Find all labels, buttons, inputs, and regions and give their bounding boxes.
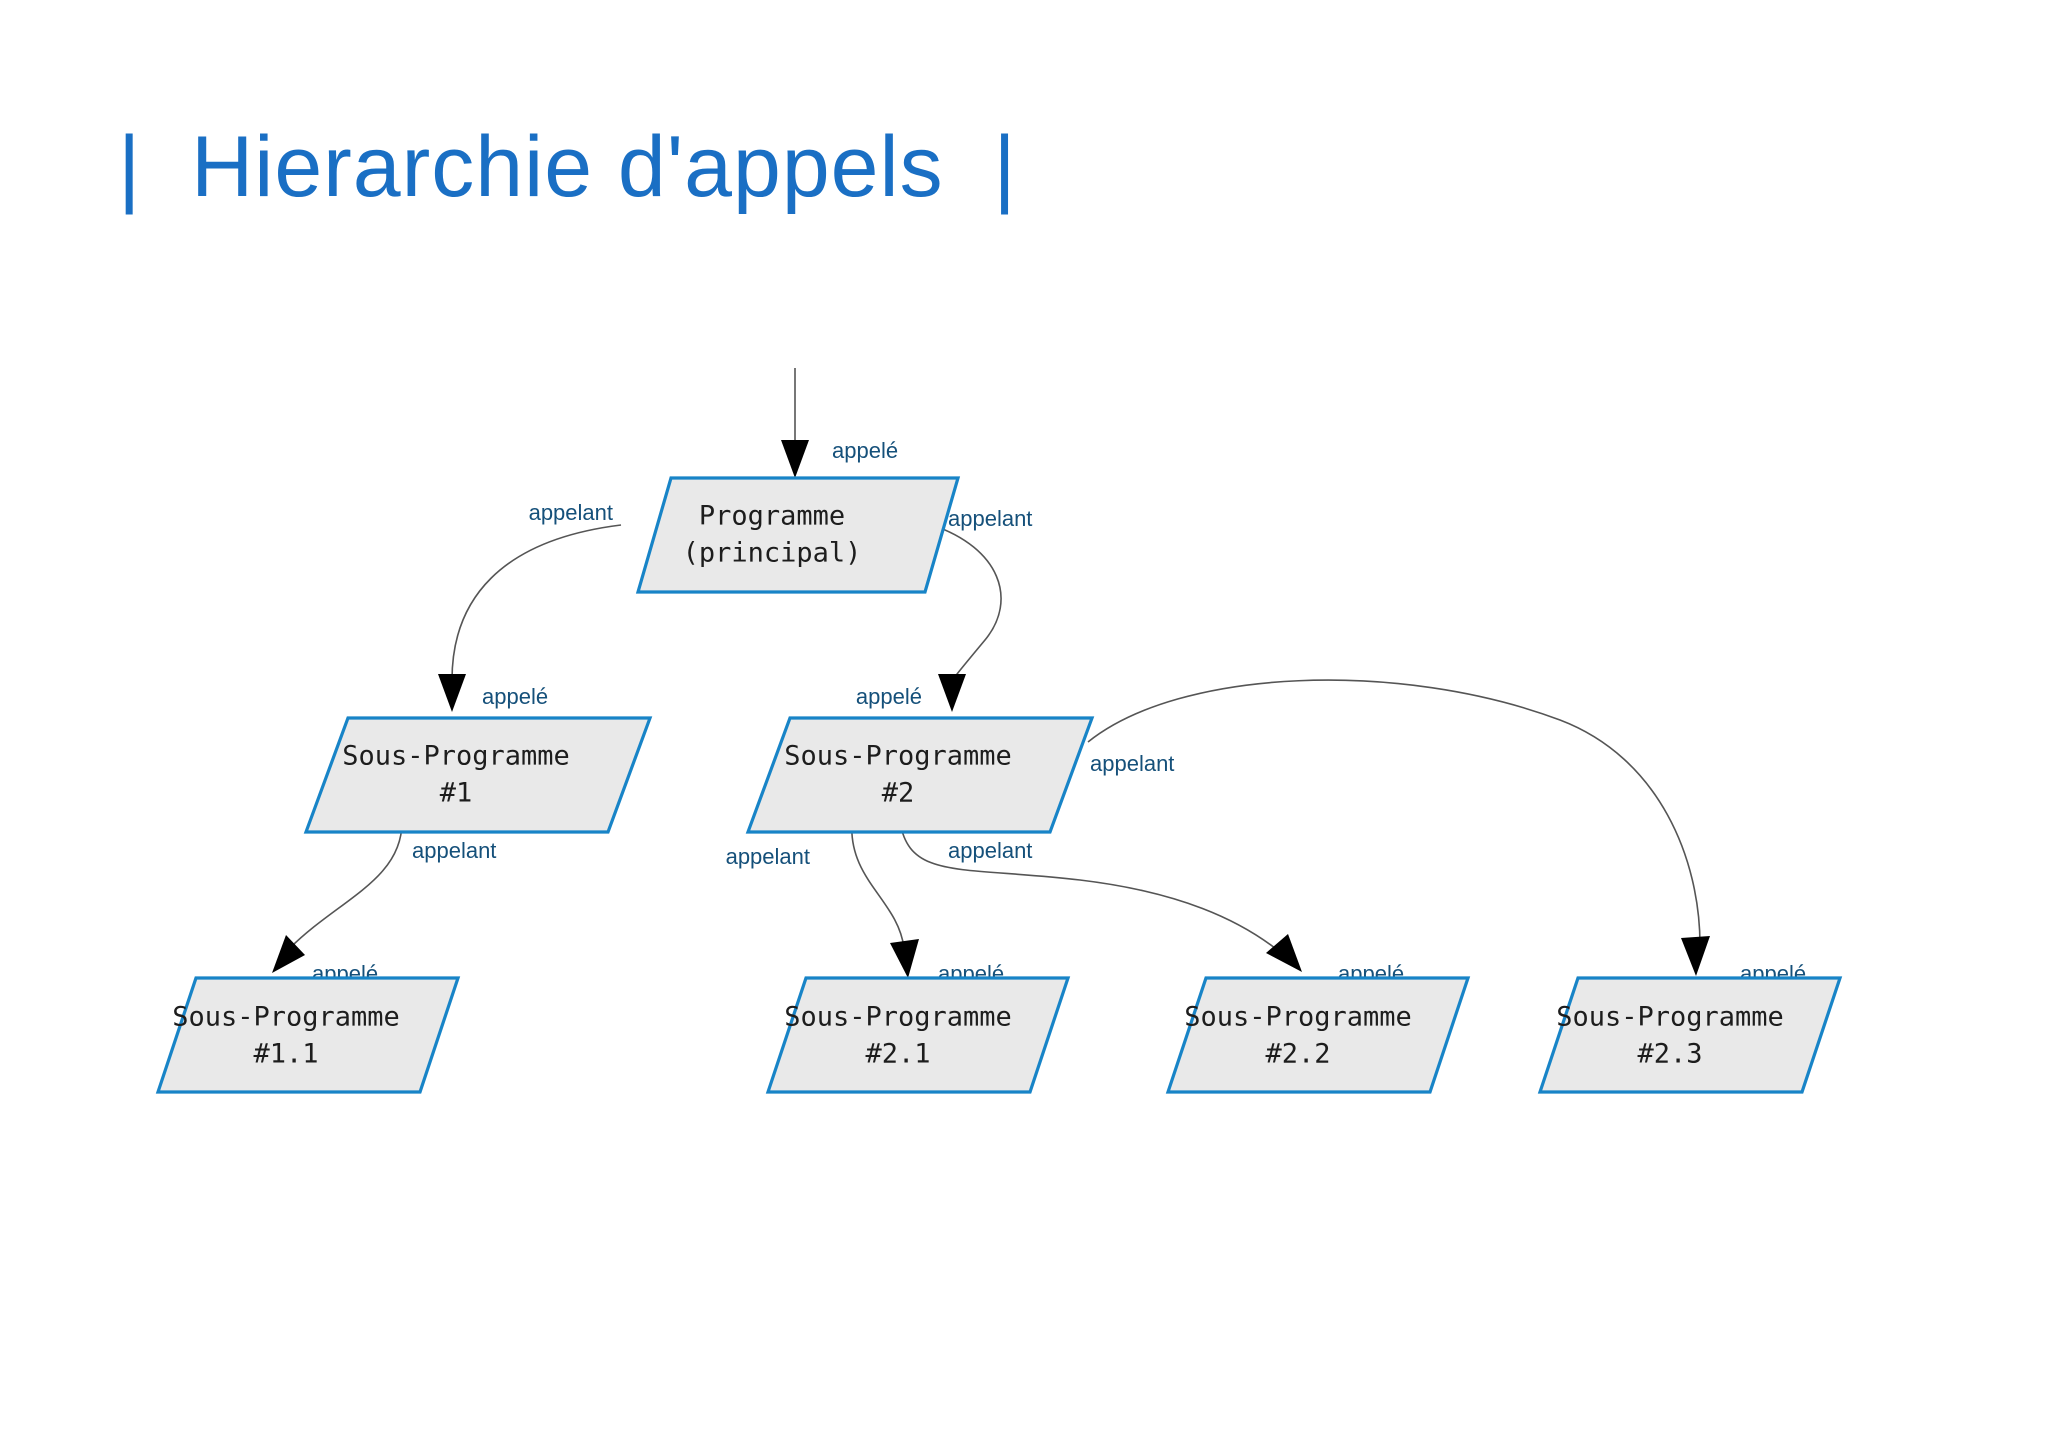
edge-label-caller: appelant: [412, 838, 496, 863]
arrowhead-icon: [438, 674, 466, 712]
edge-label-callee: appelé: [856, 684, 922, 709]
node-label-line2: #2.1: [865, 1039, 930, 1070]
arrowhead-icon: [272, 935, 305, 973]
node-label-line1: Sous-Programme: [784, 741, 1012, 772]
edge-label-caller: appelant: [948, 838, 1032, 863]
edge-main-sp1: appelant appelé: [438, 500, 622, 712]
node-label-line1: Sous-Programme: [342, 741, 570, 772]
node-label-line2: #1.1: [253, 1039, 318, 1070]
node-sous-programme-1[interactable]: Sous-Programme #1: [303, 716, 653, 834]
edge-line: [899, 821, 1281, 953]
edge-sp2-sp23: appelant appelé: [1087, 679, 1806, 986]
edge-label-callee: appelé: [482, 684, 548, 709]
edge-line: [931, 524, 1002, 683]
node-sous-programme-2-3[interactable]: Sous-Programme #2.3: [1537, 976, 1843, 1094]
node-label-line1: Sous-Programme: [784, 1002, 1012, 1033]
arrowhead-icon: [1681, 936, 1710, 976]
edge-label-caller: appelant: [529, 500, 613, 525]
edge-sp2-sp21: appelant appelé: [726, 821, 1004, 986]
edge-main-sp2: appelant appelé: [856, 506, 1032, 712]
node-shape-parallelogram: [765, 976, 1071, 1094]
node-shape-parallelogram: [1537, 976, 1843, 1094]
edge-label-callee: appelé: [832, 438, 898, 463]
arrowhead-icon: [938, 674, 966, 712]
node-label-line2: #1: [440, 778, 473, 809]
edge-line: [851, 821, 905, 949]
node-label-line1: Sous-Programme: [1184, 1002, 1412, 1033]
node-label-line1: Sous-Programme: [172, 1002, 400, 1033]
node-shape-parallelogram: [635, 476, 961, 594]
arrowhead-icon: [890, 939, 919, 978]
edge-entry-main: appelé: [781, 368, 898, 478]
edge-label-caller: appelant: [948, 506, 1032, 531]
node-sous-programme-2-1[interactable]: Sous-Programme #2.1: [765, 976, 1071, 1094]
node-shape-parallelogram: [303, 716, 653, 834]
node-sous-programme-1-1[interactable]: Sous-Programme #1.1: [155, 976, 461, 1094]
node-programme-principal[interactable]: Programme (principal): [635, 476, 961, 594]
node-label-line2: (principal): [683, 538, 862, 569]
node-label-line1: Programme: [699, 501, 845, 532]
node-shape-parallelogram: [1165, 976, 1471, 1094]
edge-line: [451, 524, 622, 681]
node-shape-parallelogram: [745, 716, 1095, 834]
edge-sp1-sp11: appelant appelé: [272, 821, 496, 986]
arrowhead-icon: [781, 440, 809, 478]
node-label-line2: #2.2: [1265, 1039, 1330, 1070]
node-sous-programme-2[interactable]: Sous-Programme #2: [745, 716, 1095, 834]
edge-label-caller: appelant: [726, 844, 810, 869]
edge-line: [289, 821, 403, 949]
arrowhead-icon: [1266, 934, 1302, 972]
node-label-line2: #2.3: [1637, 1039, 1702, 1070]
edge-label-caller: appelant: [1090, 751, 1174, 776]
node-shape-parallelogram: [155, 976, 461, 1094]
page-title: | Hierarchie d'appels |: [118, 119, 1017, 215]
node-sous-programme-2-2[interactable]: Sous-Programme #2.2: [1165, 976, 1471, 1094]
node-label-line2: #2: [882, 778, 915, 809]
node-label-line1: Sous-Programme: [1556, 1002, 1784, 1033]
edge-line: [1087, 679, 1701, 946]
